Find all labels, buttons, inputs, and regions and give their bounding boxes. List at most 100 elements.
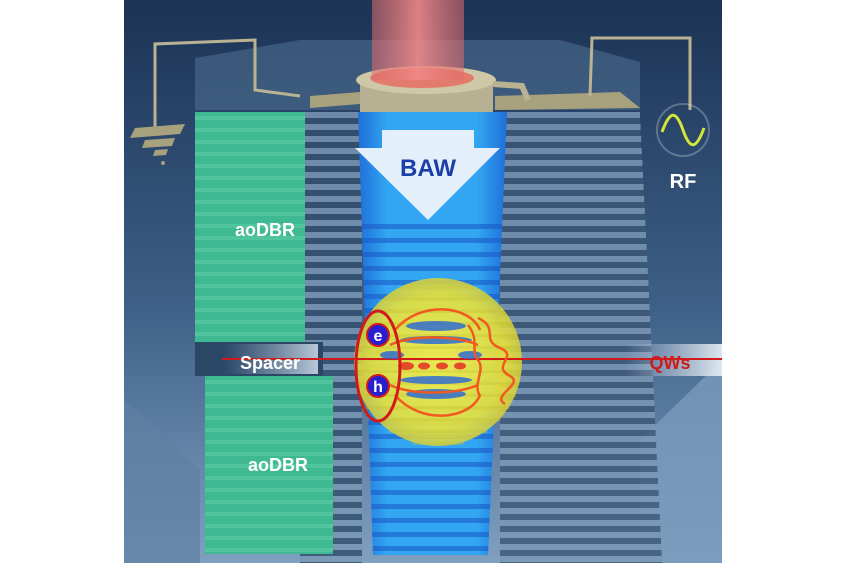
dbr-gap: [300, 346, 362, 352]
aodbr-band: [205, 404, 333, 408]
dbr-stripe: [500, 232, 646, 238]
aodbr-band: [205, 536, 333, 540]
cavity-stripe: [412, 442, 464, 445]
dbr-stripe: [300, 160, 362, 166]
dbr-stripe: [500, 112, 640, 118]
dbr-gap: [300, 118, 362, 124]
dbr-gap: [500, 310, 650, 316]
dbr-gap: [500, 154, 642, 160]
aodbr-band: [195, 236, 305, 240]
beam-stripe: [362, 238, 502, 243]
dbr-stripe: [300, 136, 362, 142]
aodbr-band: [205, 440, 333, 444]
dbr-gap: [500, 238, 646, 244]
dbr-gap: [300, 334, 362, 340]
wire-left: [153, 38, 301, 128]
beam-stripe: [370, 490, 491, 495]
dbr-gap: [300, 274, 362, 280]
dbr-gap: [300, 154, 362, 160]
dbr-gap: [500, 454, 657, 460]
cavity-stripe: [354, 370, 522, 373]
dbr-stripe: [300, 316, 362, 322]
aodbr-band: [195, 128, 305, 132]
aodbr-band: [195, 260, 305, 264]
dbr-stripe: [300, 220, 362, 226]
dbr-stripe: [500, 340, 652, 346]
dbr-stripe: [500, 136, 642, 142]
dbr-stripe: [500, 172, 643, 178]
dbr-gap: [500, 214, 645, 220]
dbr-gap: [500, 478, 658, 484]
qws-label: QWs: [649, 353, 690, 373]
aodbr-band: [195, 200, 305, 204]
dbr-gap: [300, 310, 362, 316]
dbr-gap: [500, 202, 645, 208]
cavity-stripe: [355, 346, 521, 349]
dbr-stripe: [500, 184, 644, 190]
dbr-stripe: [500, 328, 651, 334]
aodbr-band: [205, 452, 333, 456]
dbr-gap: [300, 262, 362, 268]
aodbr-band: [205, 428, 333, 432]
dbr-stripe: [500, 496, 660, 502]
dbr-stripe: [500, 448, 657, 454]
aodbr-band: [205, 464, 333, 468]
dbr-stripe: [300, 292, 362, 298]
dbr-stripe: [300, 256, 362, 262]
dbr-stripe: [500, 196, 645, 202]
hole-label: h: [373, 379, 383, 396]
dbr-stripe: [300, 148, 362, 154]
dbr-stripe: [300, 232, 362, 238]
cavity-stripe: [372, 310, 504, 313]
aodbr-band: [205, 512, 333, 516]
dbr-stripe: [500, 280, 649, 286]
dbr-stripe: [300, 328, 362, 334]
dbr-gap: [500, 382, 654, 388]
dbr-gap: [500, 274, 648, 280]
beam-stripe: [363, 266, 501, 271]
floor-right: [640, 360, 722, 563]
right-dbr-stripes: [500, 112, 663, 563]
dbr-gap: [300, 322, 362, 328]
aodbr-band: [195, 308, 305, 312]
dbr-gap: [300, 298, 362, 304]
dbr-gap: [500, 250, 647, 256]
dbr-stripe: [500, 508, 660, 514]
aodbr-band: [195, 212, 305, 216]
cavity-stripe: [388, 430, 488, 433]
aodbr-band: [205, 476, 333, 480]
dbr-gap: [500, 142, 642, 148]
dbr-stripe: [500, 352, 652, 358]
dbr-stripe: [300, 244, 362, 250]
dbr-gap: [500, 298, 649, 304]
baw-arrow: [355, 148, 500, 220]
dbr-stripe: [500, 460, 658, 466]
dbr-gap: [300, 202, 362, 208]
dbr-gap: [500, 262, 648, 268]
aodbr-band: [195, 140, 305, 144]
dbr-stripe: [500, 436, 657, 442]
dbr-gap: [500, 490, 659, 496]
cavity-stripe: [358, 334, 518, 337]
aodbr-band: [195, 332, 305, 336]
beam-stripe: [371, 504, 491, 509]
cavity-stripe: [366, 406, 510, 409]
sine-wave-icon: [656, 103, 710, 157]
dbr-gap: [500, 406, 655, 412]
dbr-gap: [500, 178, 643, 184]
cavity-stripe: [402, 286, 474, 289]
floor-left: [124, 400, 200, 563]
aodbr-top-label: aoDBR: [235, 220, 295, 240]
dbr-stripe: [500, 544, 662, 550]
dbr-stripe: [500, 304, 650, 310]
dbr-stripe: [300, 172, 362, 178]
aodbr-band: [205, 392, 333, 396]
rf-label: RF: [670, 171, 697, 193]
dbr-gap: [500, 322, 651, 328]
dbr-gap: [500, 334, 651, 340]
dbr-gap: [300, 286, 362, 292]
dbr-stripe: [500, 268, 648, 274]
dbr-gap: [500, 418, 655, 424]
dbr-gap: [300, 214, 362, 220]
aodbr-band: [195, 248, 305, 252]
